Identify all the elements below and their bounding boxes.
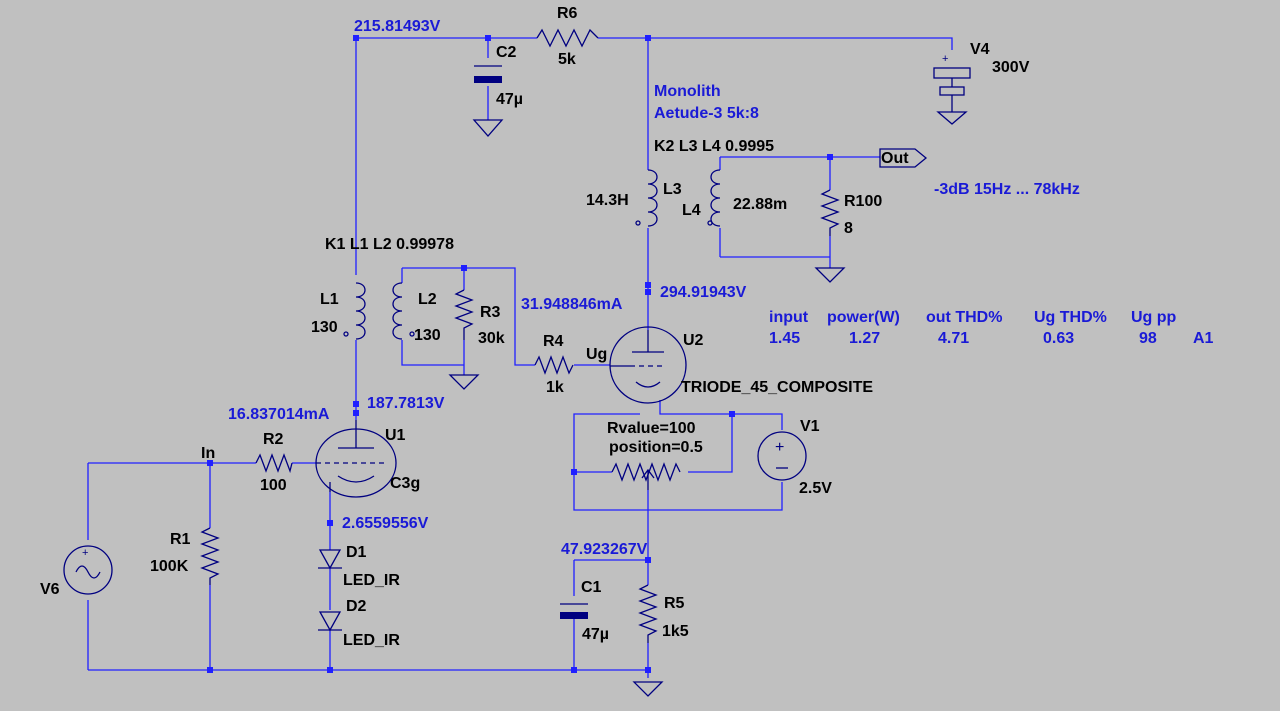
c1-value: 47µ bbox=[582, 626, 610, 643]
r100-value: 8 bbox=[844, 220, 853, 237]
resistor-r100-symbol[interactable] bbox=[820, 189, 840, 236]
results-header-out-thd: out THD% bbox=[926, 309, 1003, 326]
r1-name: R1 bbox=[170, 531, 191, 548]
inductor-l4-symbol[interactable] bbox=[710, 169, 721, 227]
results-value-out-thd: 4.71 bbox=[938, 330, 970, 347]
r2-name: R2 bbox=[263, 431, 284, 448]
transformer-name-line1: Monolith bbox=[654, 83, 721, 100]
c1-name: C1 bbox=[581, 579, 602, 596]
d1-model: LED_IR bbox=[343, 572, 400, 589]
l4-value: 22.88m bbox=[733, 196, 788, 213]
resistor-r1-symbol[interactable] bbox=[200, 527, 220, 585]
battery-v4-symbol[interactable]: + bbox=[933, 53, 971, 112]
u1-model: C3g bbox=[390, 475, 421, 492]
results-header-input: input bbox=[769, 309, 809, 326]
results-tag: A1 bbox=[1193, 330, 1214, 347]
r3-value: 30k bbox=[478, 330, 505, 347]
resistor-r5-symbol[interactable] bbox=[638, 584, 658, 643]
r2-value: 100 bbox=[260, 477, 287, 494]
potentiometer-symbol[interactable] bbox=[611, 462, 681, 490]
results-value-input: 1.45 bbox=[769, 330, 801, 347]
pot-rvalue: Rvalue=100 bbox=[607, 420, 696, 437]
bandwidth-note: -3dB 15Hz ... 78kHz bbox=[934, 181, 1080, 198]
net-voltage-u2-plate: 294.91943V bbox=[660, 284, 747, 301]
r5-name: R5 bbox=[664, 595, 685, 612]
c2-name: C2 bbox=[496, 44, 517, 61]
l1-value: 130 bbox=[311, 319, 338, 336]
resistor-r6-symbol[interactable] bbox=[536, 28, 599, 48]
l2-name: L2 bbox=[418, 291, 437, 308]
triode-u1-symbol[interactable] bbox=[315, 420, 397, 498]
v1-value: 2.5V bbox=[799, 480, 832, 497]
ground-symbols bbox=[448, 111, 968, 697]
l3-name: L3 bbox=[663, 181, 682, 198]
out-port-label[interactable]: Out bbox=[881, 150, 909, 167]
inductor-l3-symbol[interactable] bbox=[647, 169, 658, 227]
junction-dots bbox=[207, 35, 833, 673]
net-voltage-b-plus: 215.81493V bbox=[354, 18, 441, 35]
net-voltage-u2-cathode: 47.923267V bbox=[561, 541, 648, 558]
resistor-r3-symbol[interactable] bbox=[454, 289, 474, 340]
r5-value: 1k5 bbox=[662, 623, 689, 640]
v4-name: V4 bbox=[970, 41, 990, 58]
svg-text:+: + bbox=[942, 53, 948, 65]
resistor-r2-symbol[interactable] bbox=[255, 453, 293, 474]
transformer-name-line2: Aetude-3 5k:8 bbox=[654, 105, 759, 122]
r3-name: R3 bbox=[480, 304, 501, 321]
coupling-out: K2 L3 L4 0.9995 bbox=[654, 138, 775, 155]
results-value-ug-thd: 0.63 bbox=[1043, 330, 1075, 347]
r6-value: 5k bbox=[558, 51, 576, 68]
signal-source-v6-symbol[interactable]: + bbox=[63, 545, 113, 595]
r6-name: R6 bbox=[557, 5, 578, 22]
ug-net-label: Ug bbox=[586, 346, 608, 363]
triode-u2-symbol[interactable] bbox=[609, 326, 687, 404]
net-voltage-u1-cathode: 2.6559556V bbox=[342, 515, 429, 532]
results-header-power: power(W) bbox=[827, 309, 900, 326]
r4-name: R4 bbox=[543, 333, 564, 350]
v6-name: V6 bbox=[40, 581, 60, 598]
coupling-in: K1 L1 L2 0.99978 bbox=[325, 236, 454, 253]
u2-model: TRIODE_45_COMPOSITE bbox=[681, 379, 874, 396]
voltage-source-v1-symbol[interactable]: + bbox=[757, 431, 807, 481]
net-current-u2: 31.948846mA bbox=[521, 296, 623, 313]
r100-name: R100 bbox=[844, 193, 883, 210]
r1-value: 100K bbox=[150, 558, 189, 575]
results-value-power: 1.27 bbox=[849, 330, 881, 347]
d2-model: LED_IR bbox=[343, 632, 400, 649]
l3-value: 14.3H bbox=[586, 192, 629, 209]
r4-value: 1k bbox=[546, 379, 564, 396]
u2-name: U2 bbox=[683, 332, 704, 349]
results-header-ug-thd: Ug THD% bbox=[1034, 309, 1107, 326]
in-net-label: In bbox=[201, 445, 216, 462]
wires bbox=[87, 37, 953, 678]
out-port-symbol[interactable] bbox=[879, 148, 928, 168]
resistor-r4-symbol[interactable] bbox=[534, 355, 574, 375]
pot-position: position=0.5 bbox=[609, 439, 703, 456]
c2-value: 47µ bbox=[496, 91, 524, 108]
v1-name: V1 bbox=[800, 418, 820, 435]
capacitor-c1-symbol[interactable] bbox=[560, 603, 588, 619]
inductor-l2-symbol[interactable] bbox=[392, 282, 403, 340]
v4-value: 300V bbox=[992, 59, 1030, 76]
inductor-l1-symbol[interactable] bbox=[355, 282, 366, 340]
net-current-u1: 16.837014mA bbox=[228, 406, 330, 423]
results-header-ug-pp: Ug pp bbox=[1131, 309, 1177, 326]
svg-text:+: + bbox=[82, 547, 88, 559]
diode-d2-symbol[interactable] bbox=[318, 611, 342, 632]
u1-name: U1 bbox=[385, 427, 406, 444]
l4-name: L4 bbox=[682, 202, 701, 219]
d1-name: D1 bbox=[346, 544, 367, 561]
l1-name: L1 bbox=[320, 291, 339, 308]
l2-value: 130 bbox=[414, 327, 441, 344]
diode-d1-symbol[interactable] bbox=[318, 549, 342, 570]
net-voltage-u1-plate: 187.7813V bbox=[367, 395, 445, 412]
results-value-ug-pp: 98 bbox=[1139, 330, 1157, 347]
d2-name: D2 bbox=[346, 598, 367, 615]
svg-text:+: + bbox=[775, 439, 784, 456]
capacitor-c2-symbol[interactable] bbox=[474, 65, 502, 83]
